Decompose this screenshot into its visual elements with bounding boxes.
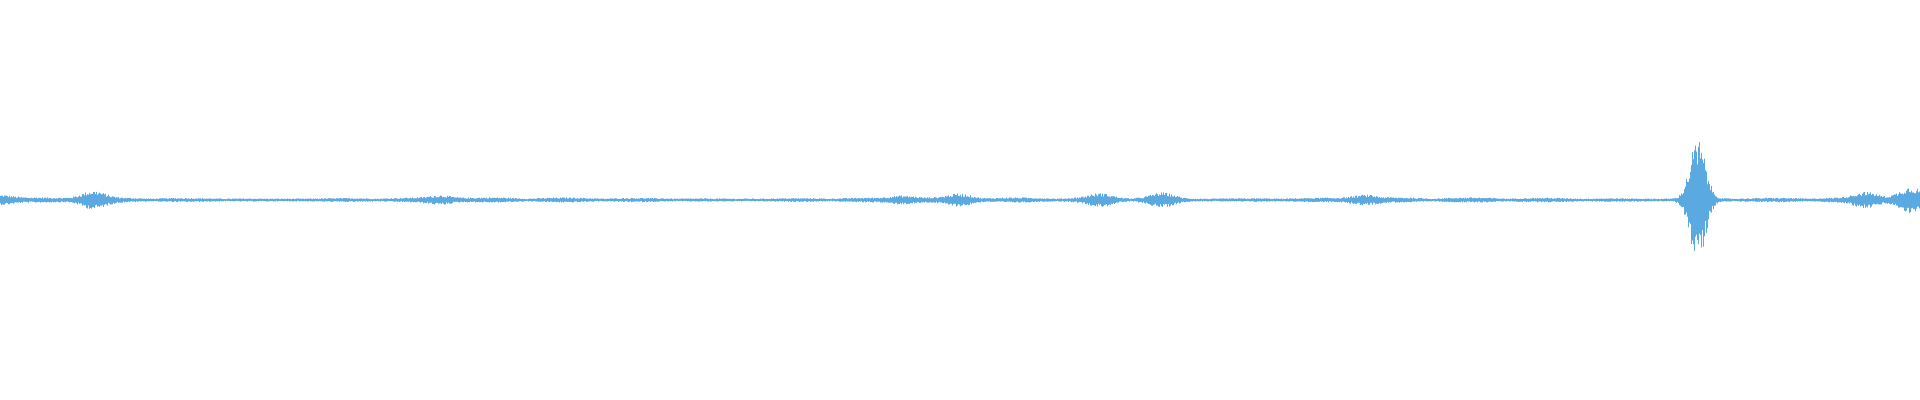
waveform-signal xyxy=(0,141,1920,251)
